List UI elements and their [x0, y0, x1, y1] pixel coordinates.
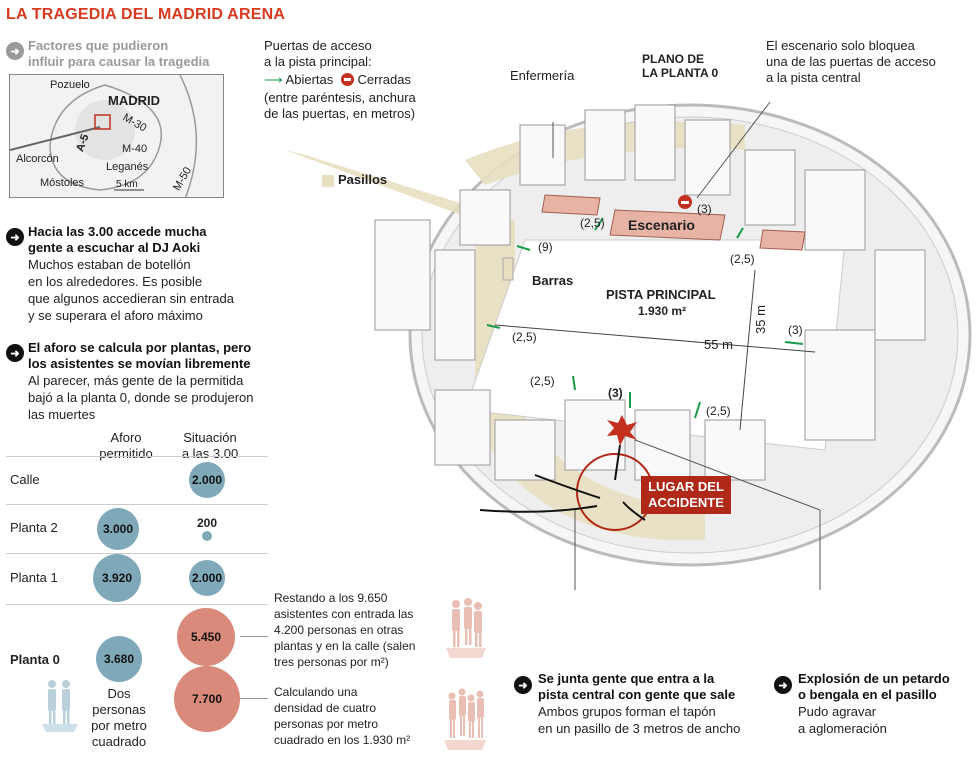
arrow-right-icon: ➜ [774, 676, 792, 694]
note-restando: Restando a los 9.650 asistentes con entr… [274, 591, 416, 669]
note-calculando: Calculando una densidad de cuatro person… [274, 685, 411, 747]
map-label-alcorcon: Alcorcón [16, 153, 59, 165]
door-width-label: (3) [788, 323, 803, 337]
map-label-leganes: Leganés [106, 161, 149, 173]
table-divider [6, 504, 268, 505]
open-door-arrow-icon: ⟶ [264, 72, 283, 87]
map-label-pozuelo: Pozuelo [50, 79, 90, 91]
door-width-label: (3) [608, 386, 623, 400]
note-crowd-clash: Se junta gente que entra a la pista cent… [538, 671, 741, 736]
col-header-allowed: Aforo permitido [99, 430, 153, 461]
stage-note: El escenario solo bloquea una de las pue… [766, 38, 936, 85]
density-note: Dos personas por metro cuadrado [91, 686, 147, 749]
label-main-floor: PISTA PRINCIPAL [606, 287, 716, 302]
section-access: Hacia las 3.00 accede mucha gente a escu… [28, 224, 234, 323]
table-divider [6, 456, 268, 457]
bubble-planta0-situation-b: 7.700 [174, 666, 240, 732]
location-map: Pozuelo MADRID M-30 A-5 M-40 Alcorcón Le… [9, 74, 224, 198]
row-label-planta0: Planta 0 [10, 652, 60, 667]
label-floor-width: 55 m [704, 337, 733, 352]
bubble-planta2-allowed: 3.000 [97, 508, 139, 550]
accident-label: LUGAR DEL ACCIDENTE [641, 476, 731, 514]
four-persons-icon [444, 688, 486, 750]
bubble-planta2-situation [202, 531, 212, 541]
plan-title-2: LA PLANTA 0 [642, 66, 719, 80]
door-legend: Puertas de acceso a la pista principal: … [264, 38, 416, 121]
label-bars: Barras [532, 273, 574, 288]
factors-line2: influir para causar la tragedia [28, 54, 210, 69]
two-persons-icon [42, 680, 78, 732]
bubble-planta0-allowed: 3.680 [96, 636, 142, 682]
factors-line1: Factores que pudieron [28, 38, 169, 53]
table-divider [6, 604, 268, 605]
door-width-label: (2,5) [580, 216, 605, 230]
plan-title-1: PLANO DE [642, 52, 705, 66]
floor-plan [285, 101, 972, 590]
door-width-label: (2,5) [530, 374, 555, 388]
label-infirmary: Enfermería [510, 68, 575, 83]
label-floor-depth: 35 m [752, 305, 768, 334]
bubble-calle-situation: 2.000 [189, 462, 225, 498]
value-planta2-situation: 200 [196, 516, 218, 530]
arrow-right-icon: ➜ [6, 344, 24, 362]
col-header-situation: Situación a las 3.00 [181, 430, 239, 461]
map-roads [10, 75, 223, 197]
arrow-right-icon: ➜ [6, 228, 24, 246]
arrow-right-icon: ➜ [6, 42, 24, 60]
leader-line [240, 636, 268, 637]
bubble-planta1-situation: 2.000 [189, 560, 225, 596]
label-floor-area: 1.930 m² [638, 304, 687, 318]
arrow-right-icon: ➜ [514, 676, 532, 694]
door-width-label: (3) [697, 202, 712, 216]
row-label-calle: Calle [10, 472, 40, 487]
label-corridors: Pasillos [338, 172, 388, 187]
door-width-label: (9) [538, 240, 553, 254]
bubble-planta1-allowed: 3.920 [93, 554, 141, 602]
section-capacity: El aforo se calcula por plantas, pero lo… [28, 340, 254, 422]
row-label-planta1: Planta 1 [10, 570, 58, 585]
row-label-planta2: Planta 2 [10, 520, 58, 535]
note-explosion: Explosión de un petardo o bengala en el … [798, 671, 950, 736]
map-label-mostoles: Móstoles [40, 177, 85, 189]
factors-heading: Factores que pudieron influir para causa… [28, 38, 238, 70]
page-title: LA TRAGEDIA DEL MADRID ARENA [6, 6, 286, 23]
closed-door-icon [340, 73, 354, 86]
map-label-madrid: MADRID [108, 93, 160, 108]
door-width-label: (2,5) [512, 330, 537, 344]
three-persons-icon [446, 598, 486, 658]
corridor-swatch [322, 175, 334, 187]
leader-line [240, 698, 268, 699]
bubble-planta0-situation-a: 5.450 [177, 608, 235, 666]
table-divider [6, 553, 268, 554]
door-width-label: (2,5) [706, 404, 731, 418]
map-scale: 5 km [116, 179, 138, 190]
door-width-label: (2,5) [730, 252, 755, 266]
map-label-m40: M-40 [122, 143, 148, 155]
label-stage: Escenario [628, 217, 695, 233]
